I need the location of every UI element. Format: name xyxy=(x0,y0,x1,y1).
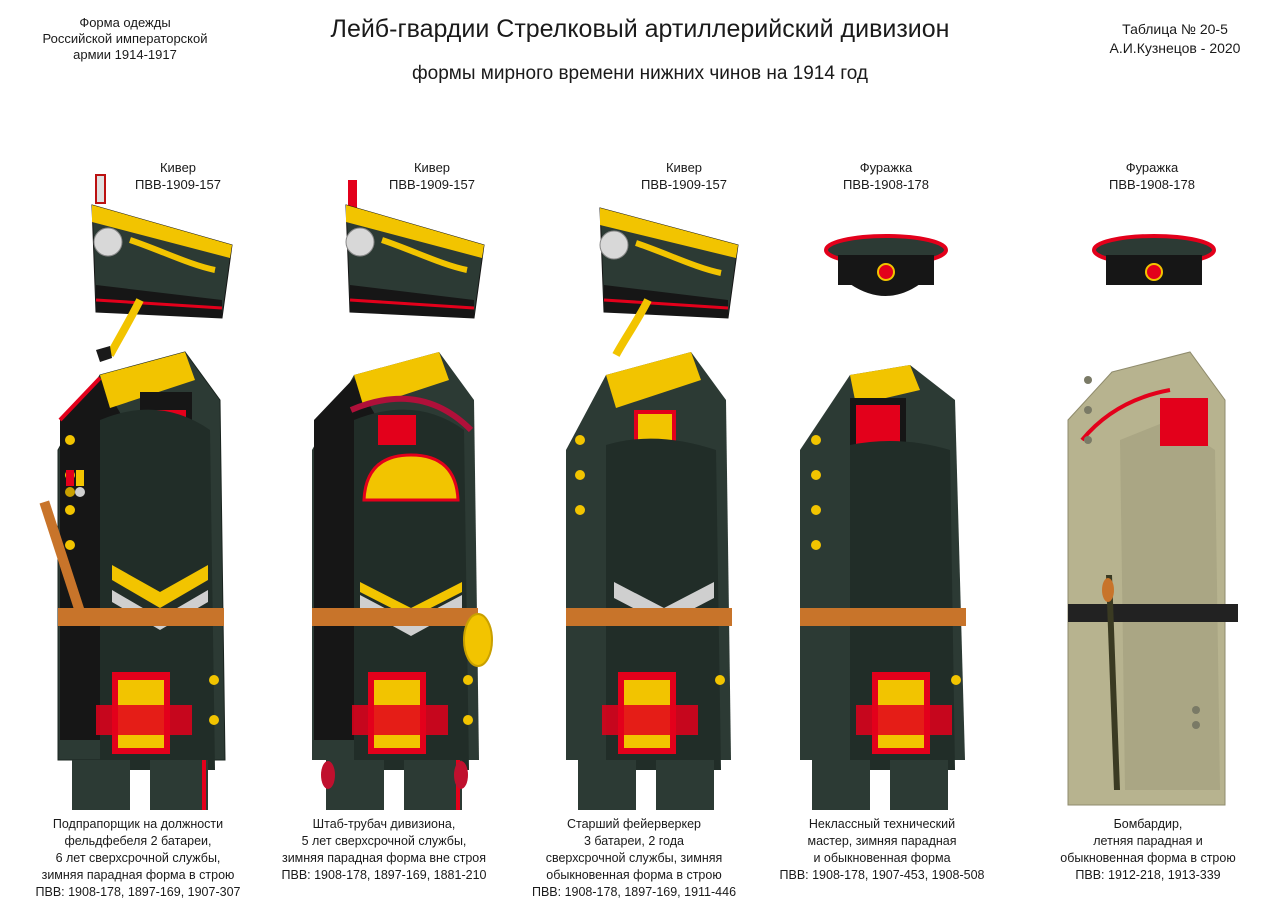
headwear-label: Кивер ПВВ-1909-157 xyxy=(389,160,475,192)
uniform-figure-2: Кивер ПВВ-1909-157 Шт xyxy=(256,0,512,905)
uniform-figure-4: Фуражка ПВВ-1908-178 Неклассный техничес… xyxy=(760,0,1016,905)
table-number-author: Таблица № 20-5 А.И.Кузнецов - 2020 xyxy=(1080,20,1270,58)
header-left-line: Российской императорской xyxy=(42,31,208,46)
peaked-cap-icon xyxy=(824,234,948,296)
figure-caption: Неклассный технический мастер, зимняя па… xyxy=(779,817,985,882)
peaked-cap-icon xyxy=(1092,234,1216,285)
figure-caption: Старший фейерверкер 3 батареи, 2 года св… xyxy=(531,817,737,899)
uniform-illustration xyxy=(39,174,233,810)
header-left-line: Форма одежды xyxy=(79,15,171,30)
page-subtitle: формы мирного времени нижних чинов на 19… xyxy=(412,63,868,84)
uniform-figure-3: Кивер ПВВ-1909-157 Старший фейерверкер 3… xyxy=(506,0,762,905)
headwear-label: Фуражка ПВВ-1908-178 xyxy=(1109,160,1195,192)
figure-caption: Подпрапорщик на должности фельдфебеля 2 … xyxy=(35,817,241,899)
uniform-illustration xyxy=(312,180,493,810)
table-number: Таблица № 20-5 xyxy=(1122,21,1228,37)
uniform-figure-5: Фуражка ПВВ-1908-178 Бомбардир, летняя п… xyxy=(1020,0,1276,905)
headwear-label: Кивер ПВВ-1909-157 xyxy=(135,160,221,192)
page-title: Лейб-гвардии Стрелковый артиллерийский д… xyxy=(330,15,950,43)
figure-caption: Бомбардир, летняя парадная и обыкновенна… xyxy=(1060,817,1236,882)
shako-icon xyxy=(599,207,739,357)
headwear-label: Фуражка ПВВ-1908-178 xyxy=(843,160,929,192)
header-left-line: армии 1914-1917 xyxy=(73,47,177,62)
shako-icon xyxy=(345,180,485,319)
headwear-label: Кивер ПВВ-1909-157 xyxy=(641,160,727,192)
uniform-figure-1: Кивер ПВВ-1909-157 xyxy=(0,0,256,905)
figure-caption: Штаб-трубач дивизиона, 5 лет сверхсрочно… xyxy=(281,817,487,882)
author-year: А.И.Кузнецов - 2020 xyxy=(1109,40,1241,56)
uniform-illustration xyxy=(1067,234,1238,806)
header-collection-title: Форма одежды Российской императорской ар… xyxy=(20,15,230,63)
shako-icon xyxy=(91,174,233,362)
uniform-illustration xyxy=(800,234,966,810)
uniform-illustration xyxy=(566,207,739,810)
